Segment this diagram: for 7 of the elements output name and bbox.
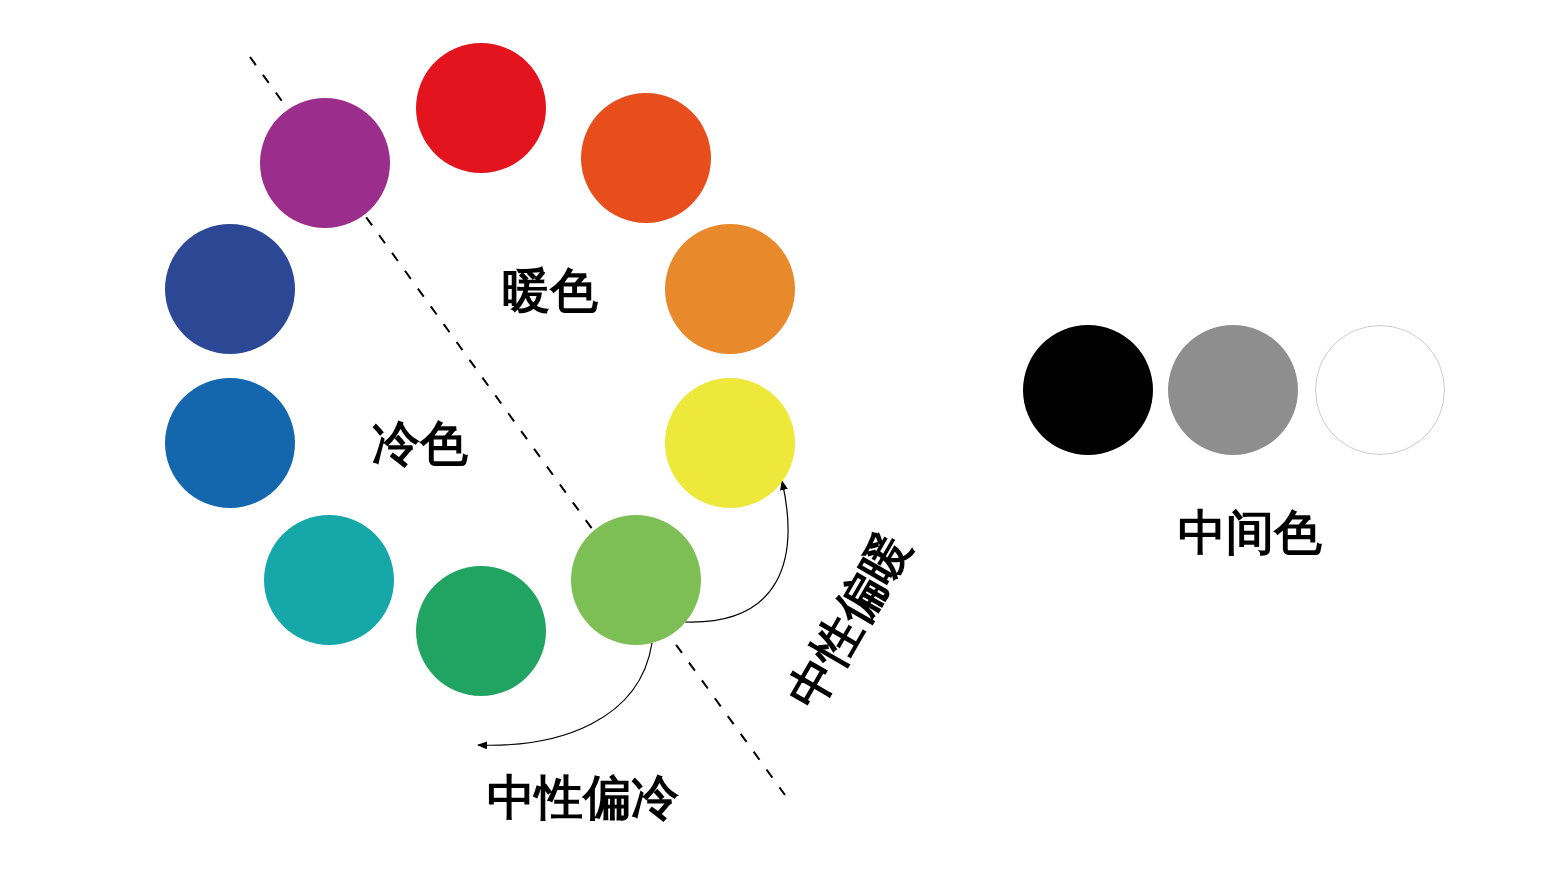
edge-label: 中性偏冷 bbox=[487, 773, 679, 821]
edge-label: 中性偏暖 bbox=[779, 524, 917, 716]
curved-arrow bbox=[477, 642, 653, 750]
group-label: 暖色 bbox=[502, 266, 598, 314]
group-label: 冷色 bbox=[372, 419, 468, 467]
group-label: 中间色 bbox=[1178, 508, 1322, 556]
curved-arrow bbox=[684, 480, 789, 623]
